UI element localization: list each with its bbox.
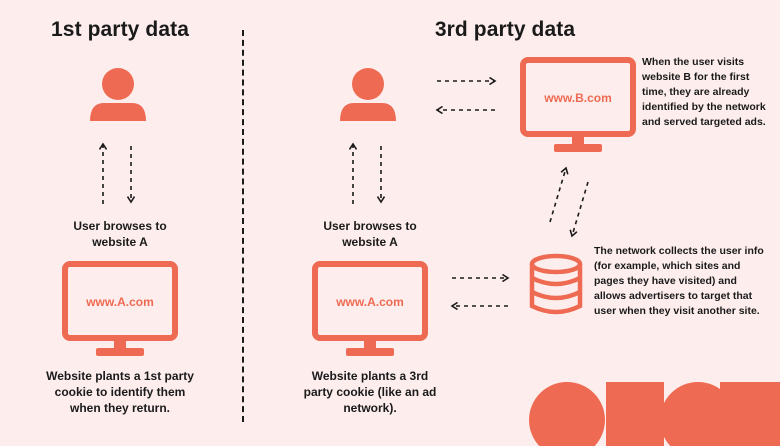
decorative-shapes xyxy=(529,382,780,446)
arrow-icon xyxy=(437,81,495,110)
caption-line: website A xyxy=(92,235,148,249)
caption-line: party cookie (like an ad xyxy=(303,385,437,399)
network-note: The network collects the user info (for … xyxy=(594,244,778,319)
first-party-browse-caption: User browses to website A xyxy=(45,218,195,250)
note-line: (for example, which sites and xyxy=(594,260,741,272)
caption-line: cookie to identify them xyxy=(54,385,186,399)
caption-line: User browses to xyxy=(73,219,167,233)
website-b-note: When the user visits website B for the f… xyxy=(642,55,778,130)
caption-line: Website plants a 3rd xyxy=(311,369,429,383)
note-line: identified by the network xyxy=(642,101,766,113)
monitor-url-a: www.A.com xyxy=(335,295,404,309)
note-line: user when they visit another site. xyxy=(594,305,760,317)
user-icon xyxy=(90,68,146,121)
monitor-icon xyxy=(520,57,636,152)
caption-line: Website plants a 1st party xyxy=(46,369,194,383)
monitor-url-a: www.A.com xyxy=(85,295,154,309)
third-party-browse-caption: User browses to website A xyxy=(295,218,445,250)
third-party-cookie-caption: Website plants a 3rd party cookie (like … xyxy=(290,368,450,416)
first-party-cookie-caption: Website plants a 1st party cookie to ide… xyxy=(30,368,210,416)
database-icon xyxy=(529,253,583,315)
third-party-heading: 3rd party data xyxy=(434,18,576,41)
first-party-heading: 1st party data xyxy=(51,18,189,41)
caption-line: User browses to xyxy=(323,219,417,233)
arrow-icon xyxy=(353,144,381,204)
arrow-icon xyxy=(103,144,131,204)
section-divider xyxy=(242,30,244,422)
note-line: allows advertisers to target that xyxy=(594,290,753,302)
user-icon xyxy=(340,68,396,121)
note-line: time, they are already xyxy=(642,86,750,98)
note-line: The network collects the user info xyxy=(594,245,764,257)
monitor-icon xyxy=(62,261,178,356)
monitor-icon xyxy=(312,261,428,356)
caption-line: website A xyxy=(342,235,398,249)
arrow-icon xyxy=(452,278,508,306)
monitor-url-b: www.B.com xyxy=(543,91,612,105)
note-line: When the user visits xyxy=(642,56,745,68)
note-line: and served targeted ads. xyxy=(642,116,766,128)
note-line: pages they have visited) and xyxy=(594,275,737,287)
caption-line: network). xyxy=(343,401,397,415)
note-line: website B for the first xyxy=(642,71,750,83)
arrow-icon xyxy=(549,168,589,236)
caption-line: when they return. xyxy=(69,401,170,415)
